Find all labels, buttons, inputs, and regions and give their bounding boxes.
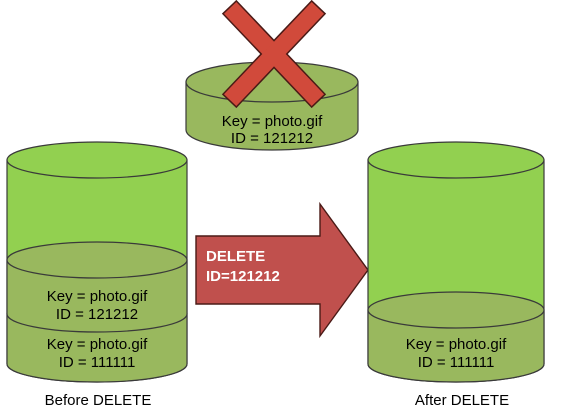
before-object-1-id: ID = 121212 xyxy=(56,306,138,323)
before-bucket-top xyxy=(6,141,188,179)
after-object-top xyxy=(367,291,545,329)
after-bucket: Key = photo.gif ID = 111111 xyxy=(367,141,545,383)
before-object-2-key: Key = photo.gif xyxy=(47,336,148,353)
before-bucket: Key = photo.gif ID = 121212 Key = photo.… xyxy=(6,141,188,383)
before-object-lower-side xyxy=(6,313,188,383)
after-object-side xyxy=(367,309,545,383)
after-object-id: ID = 111111 xyxy=(418,354,495,371)
deleted-object-disk: Key = photo.gif ID = 121212 xyxy=(185,61,359,151)
before-object-2-id: ID = 111111 xyxy=(59,354,136,371)
before-object-upper-side xyxy=(6,259,188,333)
delete-cross-icon xyxy=(221,0,327,109)
arrow-label-line2: ID=121212 xyxy=(206,268,280,285)
deleted-object-key: Key = photo.gif xyxy=(222,113,323,130)
after-bucket-top xyxy=(367,141,545,179)
delete-operation-arrow: DELETE ID=121212 xyxy=(195,201,369,339)
arrow-label-line1: DELETE xyxy=(206,248,265,265)
deleted-object-id: ID = 121212 xyxy=(231,130,313,147)
before-caption: Before DELETE xyxy=(45,392,152,409)
arrow-shape xyxy=(195,201,369,339)
after-object-key: Key = photo.gif xyxy=(406,336,507,353)
before-object-1-key: Key = photo.gif xyxy=(47,288,148,305)
after-caption: After DELETE xyxy=(415,392,509,409)
before-object-upper-top xyxy=(6,241,188,279)
